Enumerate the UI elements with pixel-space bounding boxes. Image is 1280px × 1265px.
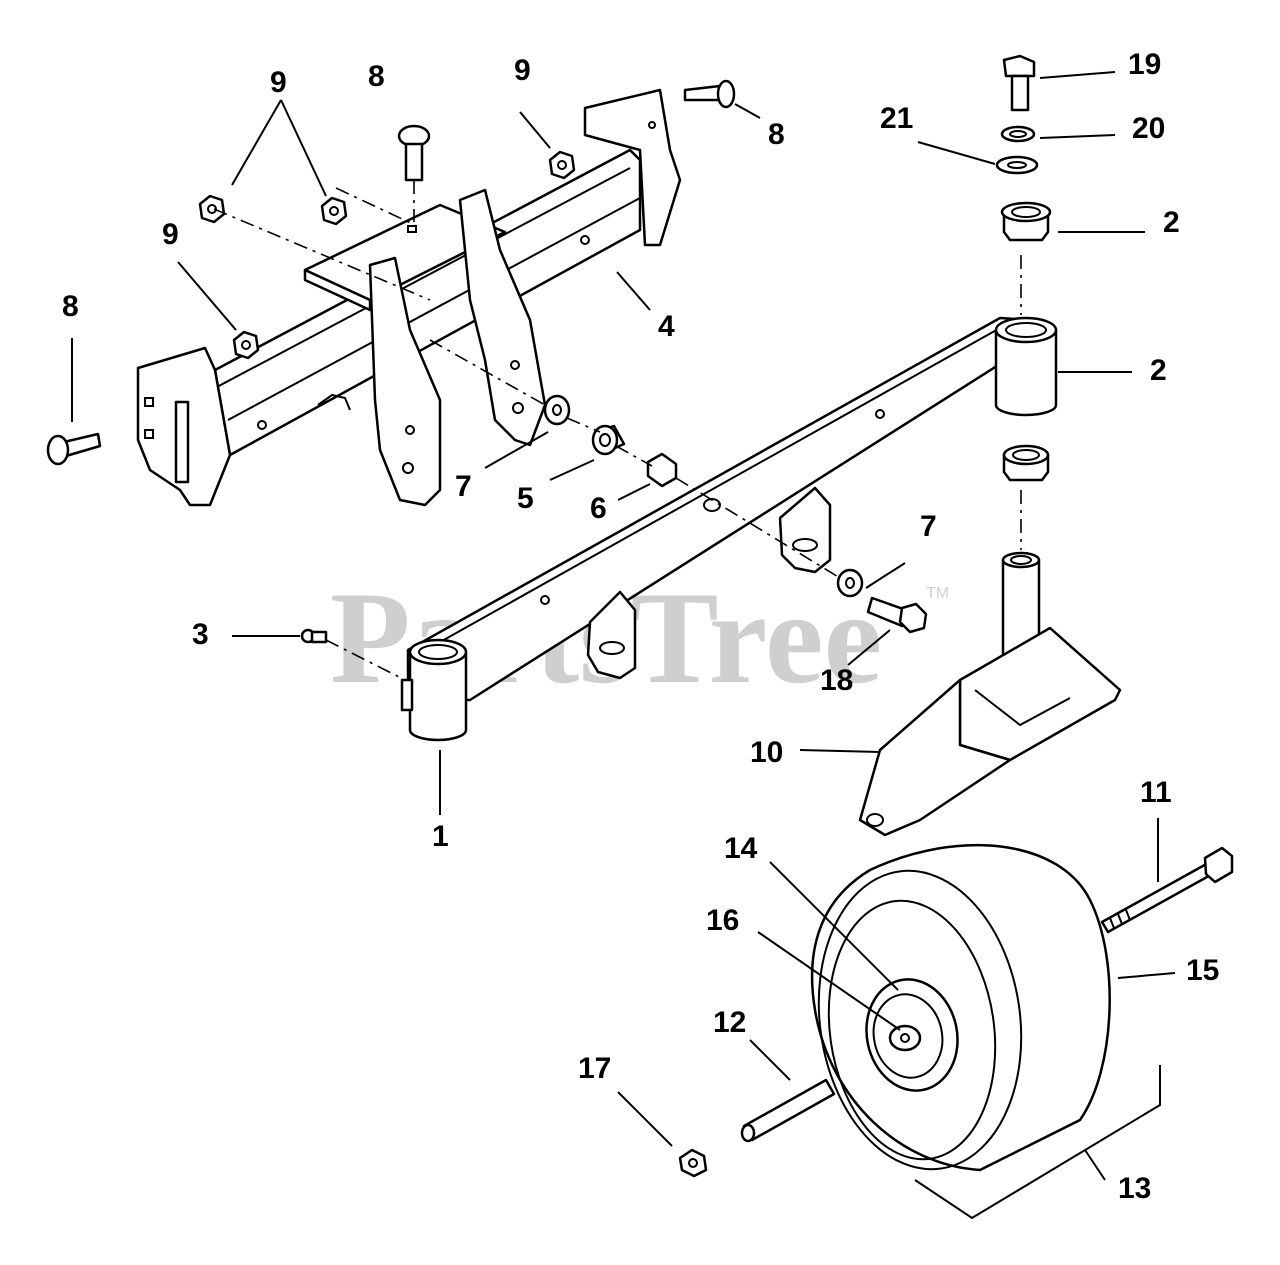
carriage-bolt-left: [46, 432, 102, 466]
washer-7-right: [836, 568, 864, 598]
axle-tab-left: [586, 590, 637, 680]
callout-9-top-left: 9: [270, 66, 287, 99]
watermark-trademark: TM: [926, 585, 949, 602]
caster-fork-arm: [858, 678, 1012, 837]
nut-9-d: [232, 330, 260, 360]
callout-labels: 19 21 20 2 2 8 9 9 8 9 4 8 7 5 6 7 3 18 …: [62, 48, 1219, 1205]
frame-right-end-plate: [583, 88, 682, 247]
callout-15: 15: [1186, 954, 1219, 987]
caster-fork-top: [958, 626, 1122, 762]
spacer-tube: [740, 1078, 836, 1143]
frame-right-hanger: [458, 188, 547, 447]
callout-13: 13: [1118, 1172, 1151, 1205]
callout-7-right: 7: [920, 510, 937, 543]
frame-left-hanger: [368, 256, 442, 507]
callout-19: 19: [1128, 48, 1161, 81]
callout-16: 16: [706, 904, 739, 937]
callout-5: 5: [517, 482, 534, 515]
callout-21: 21: [880, 102, 913, 135]
callout-8-left: 8: [62, 290, 79, 323]
callout-18: 18: [820, 664, 853, 697]
callout-12: 12: [713, 1006, 746, 1039]
callout-14: 14: [724, 832, 758, 865]
lock-nut-17: [678, 1148, 708, 1178]
wheel-tire: [810, 843, 1111, 1172]
washer-7-left: [543, 394, 571, 426]
callout-20: 20: [1132, 112, 1165, 145]
callout-9-left: 9: [162, 218, 179, 251]
callout-6: 6: [590, 492, 607, 525]
frame-left-slot: [174, 400, 190, 484]
callout-2-upper: 2: [1163, 206, 1180, 239]
nut-9-a: [198, 194, 226, 224]
lower-bushing: [1002, 444, 1050, 482]
callout-17: 17: [578, 1052, 611, 1085]
nut-9-c: [548, 150, 576, 180]
grease-fitting-3: [300, 628, 328, 644]
spacer-5: [591, 424, 626, 456]
nut-9-b: [320, 196, 348, 226]
washer-21: [995, 155, 1039, 175]
leader-lines: [71, 71, 1176, 1220]
callout-8-top: 8: [368, 60, 385, 93]
wheel-axle-bolt: [1100, 846, 1234, 934]
callout-8-top-right: 8: [768, 118, 785, 151]
wheel-assembly: [810, 843, 1111, 1172]
callout-1: 1: [432, 820, 449, 853]
frame-bracket-assembly: [136, 88, 682, 507]
upper-bushing: [1000, 201, 1052, 242]
left-spindle-tube: [400, 638, 468, 742]
callout-4: 4: [658, 310, 675, 343]
lock-washer-20: [1000, 125, 1036, 143]
caster-fork: [858, 551, 1122, 837]
bushing-6: [646, 452, 678, 488]
callout-7-left: 7: [455, 470, 472, 503]
axle-bar: [406, 316, 1032, 702]
carriage-bolt-top-right: [683, 79, 736, 109]
callout-3: 3: [192, 618, 209, 651]
carriage-bolt-top: [397, 124, 431, 182]
callout-9-top-right: 9: [514, 54, 531, 87]
right-pivot-tube: [994, 316, 1058, 417]
bolt-18: [866, 596, 928, 634]
callout-2-middle: 2: [1150, 354, 1167, 387]
axle-tab-right: [778, 486, 832, 574]
assembly-center-lines: [213, 180, 1022, 681]
callout-11: 11: [1140, 776, 1172, 809]
callout-10: 10: [750, 736, 783, 769]
bolt-19: [1002, 54, 1036, 112]
